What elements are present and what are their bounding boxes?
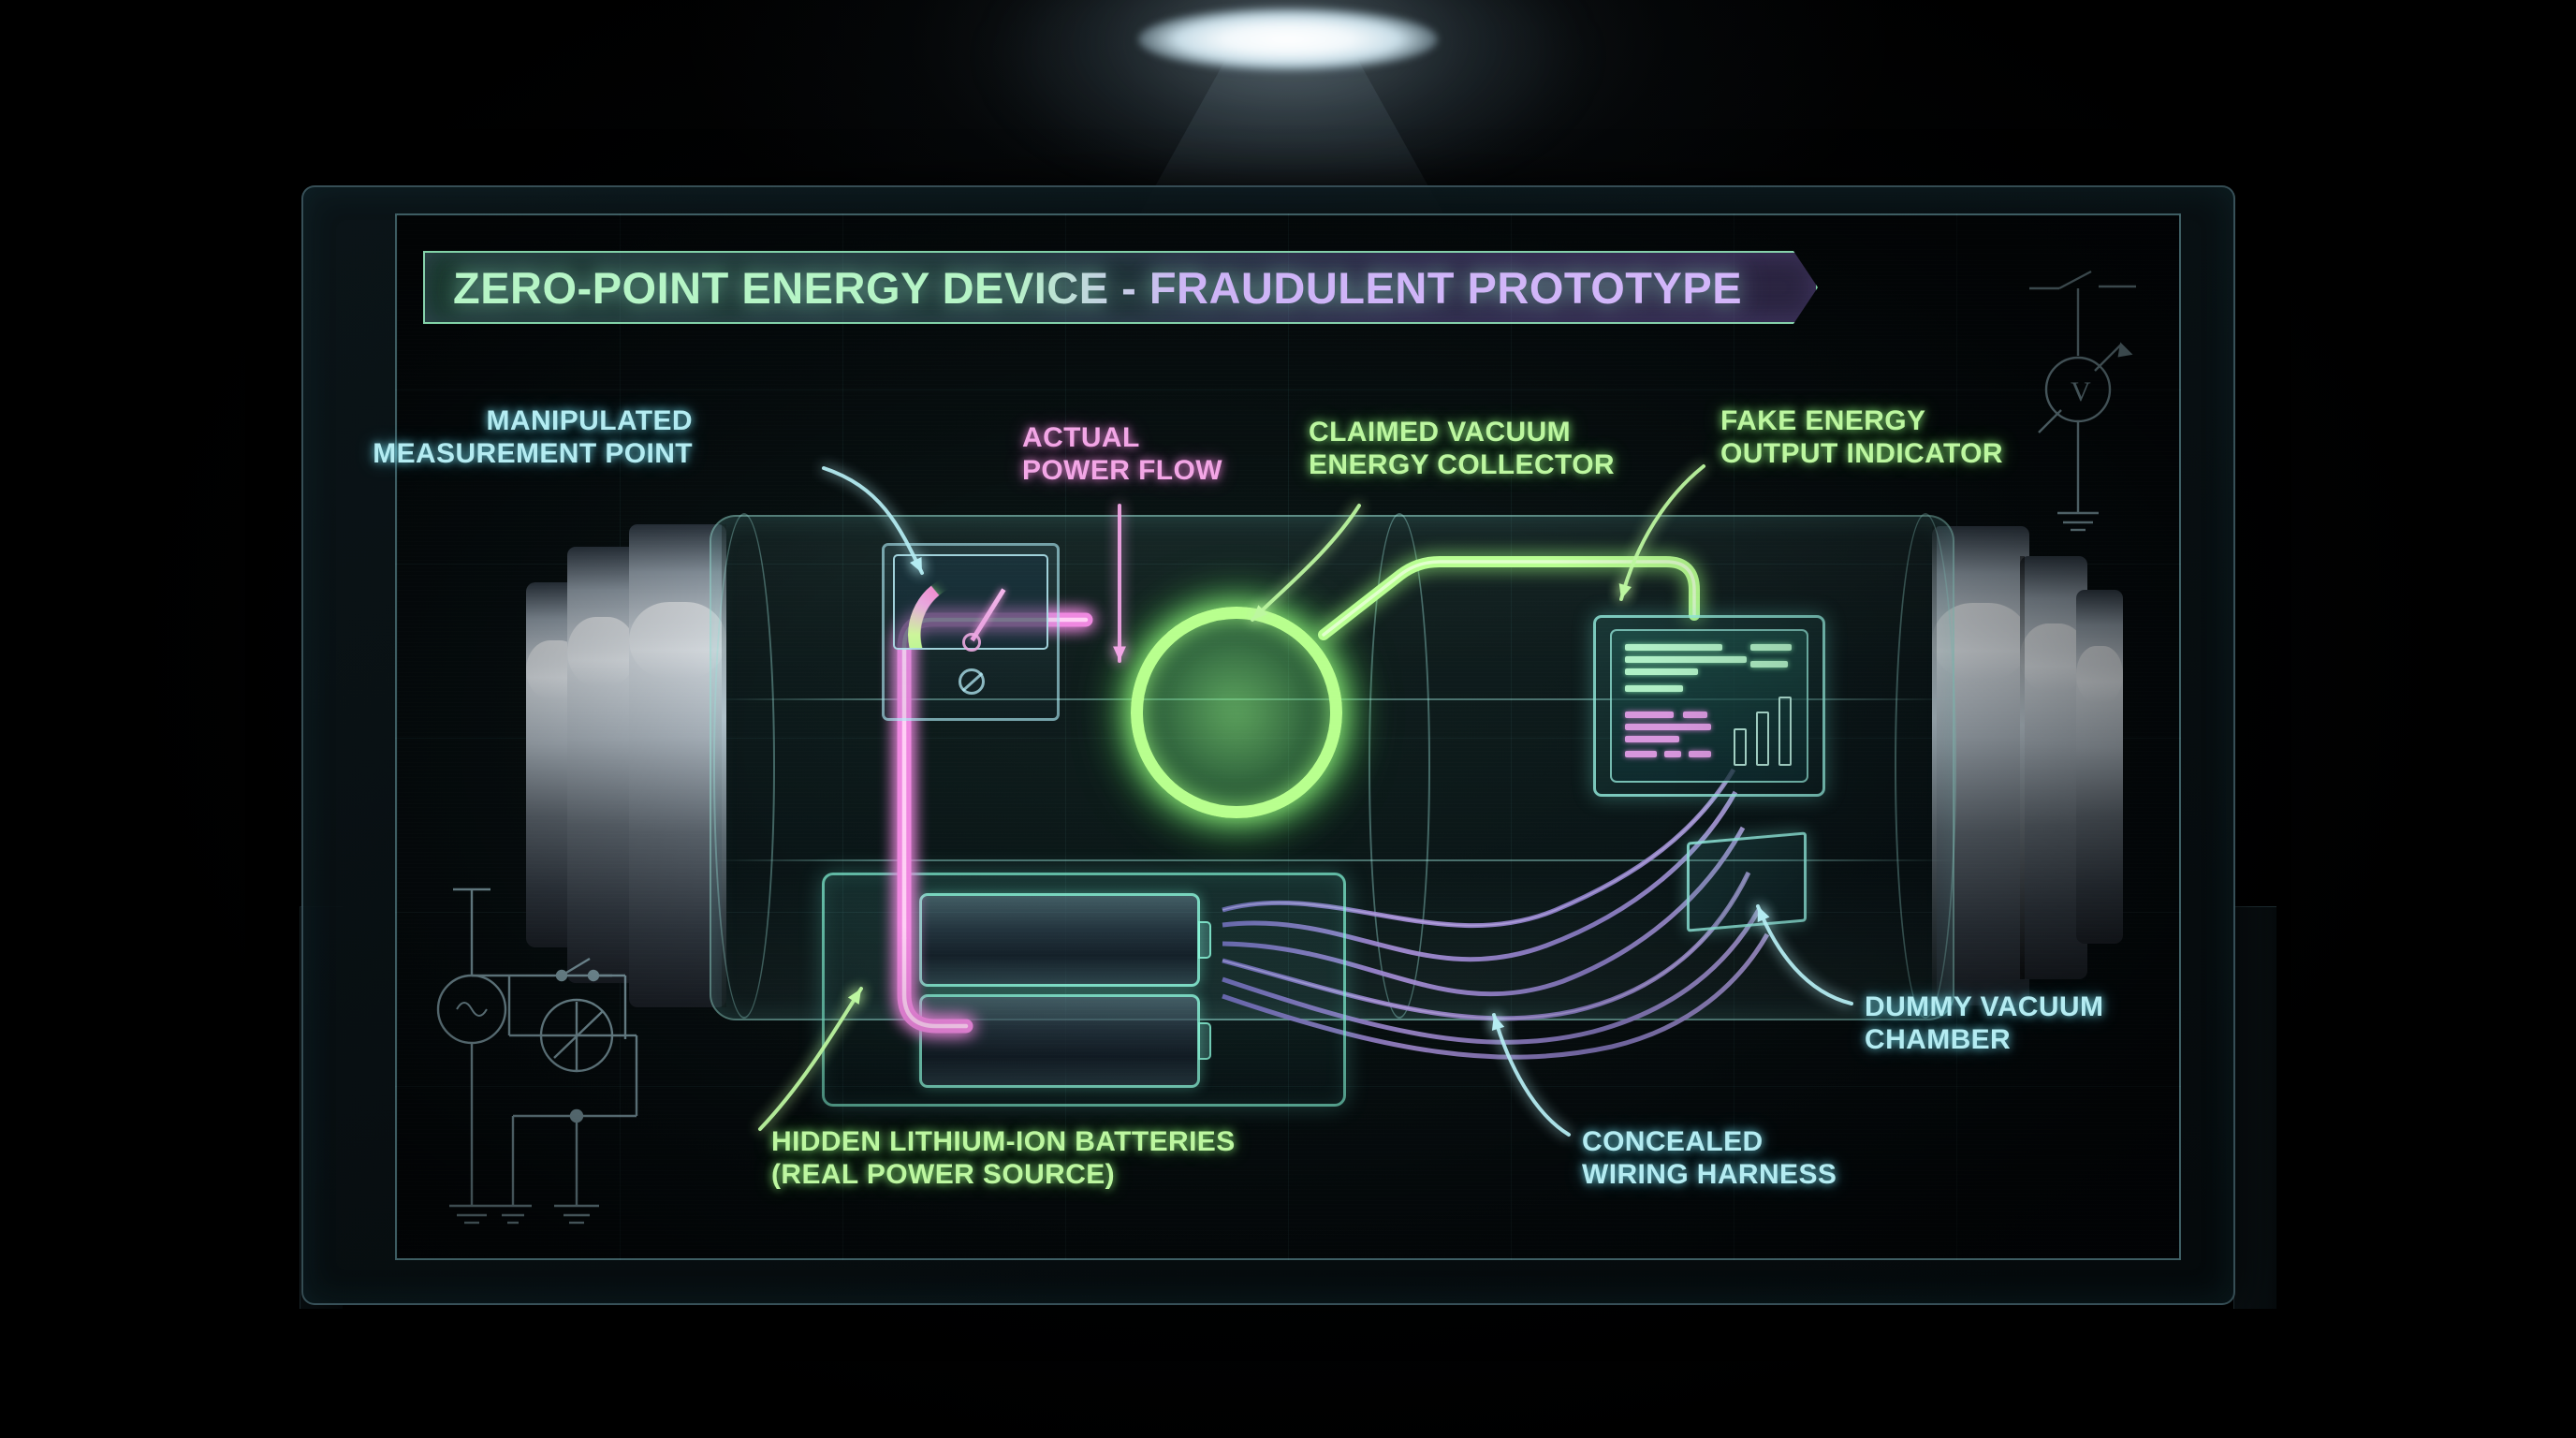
device-illustration bbox=[526, 470, 2123, 1125]
frame-leg-right bbox=[2233, 906, 2276, 1309]
schematic-voltmeter-branch: V bbox=[2029, 270, 2136, 532]
schematic-ac-source-circuit bbox=[436, 888, 638, 1225]
meter-adjustment-screw-icon[interactable] bbox=[959, 668, 985, 695]
collector-to-indicator-wire bbox=[1318, 556, 1700, 640]
fake-output-indicator-screen bbox=[1610, 629, 1808, 783]
svg-text:V: V bbox=[2071, 376, 2091, 407]
title-banner: ZERO-POINT ENERGY DEVICE - FRAUDULENT PR… bbox=[423, 251, 1818, 324]
dummy-vacuum-chamber-box bbox=[1687, 831, 1807, 932]
overhead-spotlight bbox=[1138, 7, 1438, 71]
display-panel: V bbox=[395, 213, 2181, 1260]
page-title: ZERO-POINT ENERGY DEVICE - FRAUDULENT PR… bbox=[425, 262, 1742, 314]
meter-pivot bbox=[962, 633, 981, 652]
